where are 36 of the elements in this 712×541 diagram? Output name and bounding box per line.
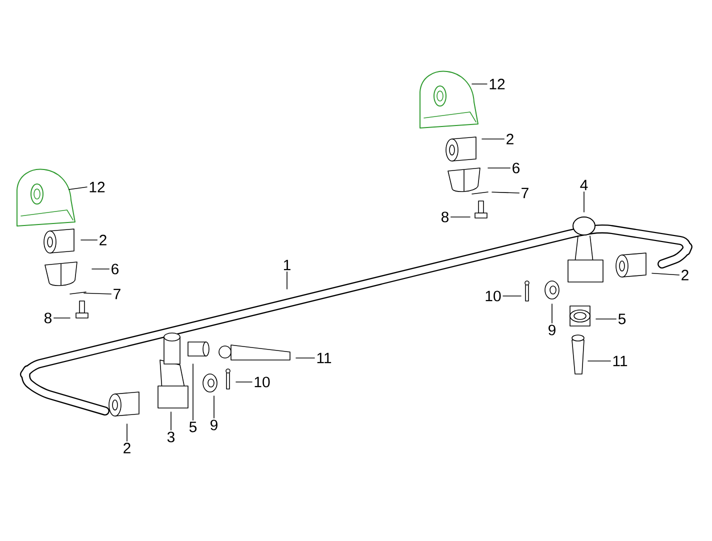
leader-line bbox=[482, 138, 505, 140]
leader-line bbox=[286, 271, 288, 290]
callout-number: 2 bbox=[100, 234, 106, 246]
callout-number: 6 bbox=[512, 162, 520, 174]
leader-line bbox=[192, 364, 194, 420]
callout-number: 4 bbox=[580, 180, 588, 190]
callout-number: 10 bbox=[254, 376, 270, 388]
callout-number: 8 bbox=[44, 312, 52, 324]
leader-line bbox=[126, 424, 128, 442]
leader-line bbox=[492, 192, 520, 194]
callout-number: 7 bbox=[522, 188, 528, 198]
leader-line bbox=[588, 360, 611, 362]
leader-line bbox=[596, 318, 617, 320]
leader-line bbox=[92, 268, 110, 270]
leader-line bbox=[84, 292, 112, 294]
leader-line bbox=[170, 412, 172, 430]
callout-number: 7 bbox=[114, 288, 120, 300]
callout-number: 2 bbox=[124, 442, 130, 454]
callout-number: 2 bbox=[682, 270, 688, 280]
callout-number: 9 bbox=[210, 420, 218, 430]
callout-number: 5 bbox=[618, 314, 626, 324]
callout-number: 2 bbox=[506, 134, 514, 144]
leader-line bbox=[652, 272, 680, 276]
callout-number: 10 bbox=[486, 290, 501, 302]
callout-number: 11 bbox=[317, 352, 332, 364]
callout-number: 6 bbox=[112, 264, 119, 274]
callout-number: 12 bbox=[90, 182, 105, 192]
callout-number: 3 bbox=[167, 432, 175, 442]
callout-number: 5 bbox=[189, 422, 197, 432]
callout-number: 11 bbox=[613, 356, 628, 366]
callout-number: 9 bbox=[548, 324, 556, 336]
callout-number: 1 bbox=[284, 260, 290, 270]
callout-number: 8 bbox=[442, 212, 449, 222]
leader-line bbox=[450, 216, 470, 218]
leader-line bbox=[68, 186, 88, 190]
callout-number: 12 bbox=[490, 78, 505, 90]
